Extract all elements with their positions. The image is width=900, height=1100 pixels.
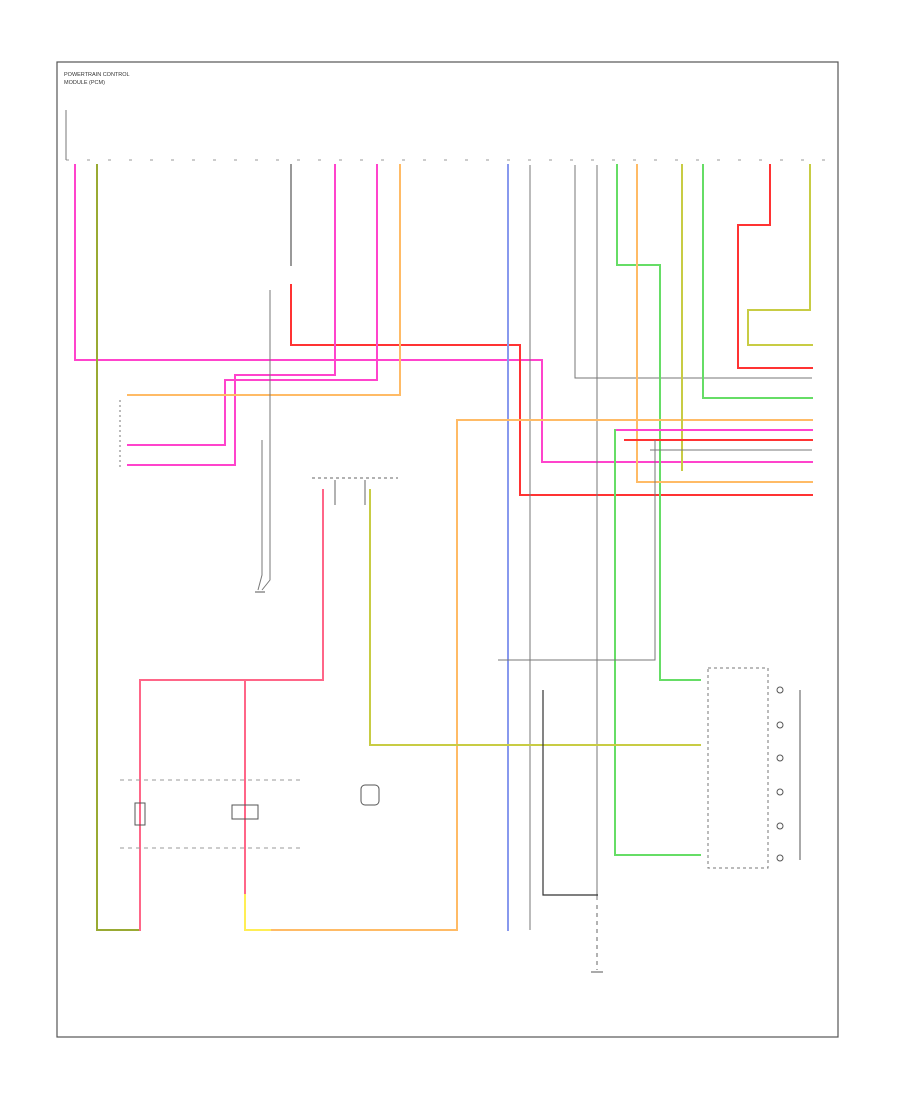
diagram-frame bbox=[56, 61, 839, 1038]
wire-pink-second bbox=[127, 164, 378, 446]
wire-pink-relay bbox=[139, 489, 324, 931]
wire-gray-3 bbox=[574, 165, 812, 379]
wire-red-main bbox=[290, 284, 813, 496]
wire-gray-ground bbox=[261, 290, 271, 591]
pcm-title-line-2: MODULE (PCM) bbox=[64, 80, 105, 86]
wire-pink-mid bbox=[127, 164, 336, 466]
wire-olive-right bbox=[747, 164, 813, 346]
wire-green-bottom bbox=[614, 429, 701, 856]
wire-orange-3 bbox=[269, 419, 458, 931]
wire-orange-1 bbox=[636, 164, 813, 483]
wire-yellow-bottom bbox=[244, 894, 271, 931]
wire-pink-left bbox=[74, 164, 813, 463]
relay-block bbox=[120, 779, 300, 849]
pcm-title-line-1: POWERTRAIN CONTROL bbox=[64, 72, 130, 78]
wire-gray-switch-feed bbox=[498, 440, 656, 661]
wire-green-2 bbox=[702, 164, 813, 399]
wire-green-left bbox=[616, 164, 701, 681]
center-sensor bbox=[360, 784, 380, 806]
connector-block bbox=[312, 477, 398, 505]
wire-red-right bbox=[737, 164, 813, 369]
wire-orange-pin bbox=[127, 164, 401, 396]
ground-symbol-bottom bbox=[591, 905, 603, 973]
wire-gray-ground-2 bbox=[257, 440, 263, 591]
wire-olive-left bbox=[96, 164, 141, 931]
switch-assembly bbox=[707, 667, 801, 869]
wire-olive-relay bbox=[369, 489, 701, 746]
wire-black-ground bbox=[542, 690, 598, 896]
